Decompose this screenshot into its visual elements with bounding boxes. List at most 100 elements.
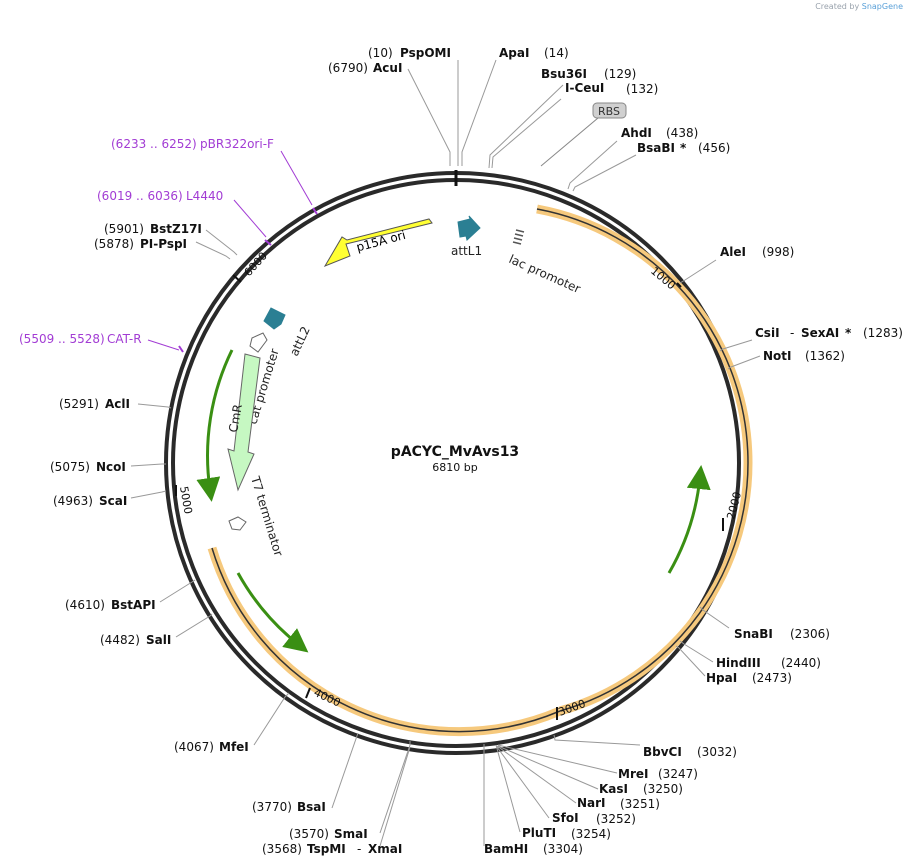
p15a-ori-feature (323, 218, 433, 268)
primer-range-l4440: (6019 .. 6036) (97, 189, 183, 203)
enzyme-leaders (130, 59, 761, 847)
cat-promoter-feature (249, 332, 268, 353)
enzyme-pos-nari: (3251) (620, 797, 660, 811)
rbs-leader (540, 117, 599, 167)
enzyme-pos-acui: (6790) (328, 61, 368, 75)
cmr-label: CmR (226, 403, 245, 433)
enzyme-pos-i-ceui: (132) (626, 82, 658, 96)
enzyme-pos-bstapi: (4610) (65, 598, 105, 612)
primer-mark-cat-r (178, 345, 184, 353)
enzyme-pos-bamhi: (3304) (543, 842, 583, 856)
enzyme-pos-snabi: (2306) (790, 627, 830, 641)
enzyme-name-mfei: MfeI (219, 740, 249, 754)
enzyme-pos-mrei: (3247) (658, 767, 698, 781)
enzyme-name-hpai: HpaI (706, 671, 737, 685)
enzyme-name-snabi: SnaBI (734, 627, 773, 641)
enzyme-dash-tspmi: - (357, 842, 361, 856)
lac-promoter-label: lac promoter (507, 252, 583, 296)
snapgene-credit: Created by SnapGene (815, 2, 903, 11)
enzyme-name-bbvci: BbvCI (643, 745, 682, 759)
enzyme-pos-acli: (5291) (59, 397, 99, 411)
green-arrow-right (667, 465, 711, 574)
rbs-badge (592, 102, 627, 119)
enzyme-pos-sfoi: (3252) (596, 812, 636, 826)
enzyme-name-acli: AclI (105, 397, 130, 411)
primer-name-cat-r: CAT-R (107, 332, 142, 346)
primer-name-pbr322ori-f: pBR322ori-F (200, 137, 274, 151)
enzyme-pos-noti: (1362) (805, 349, 845, 363)
primer-mark-pbr322ori-f (312, 207, 318, 215)
enzyme-star-sexai: * (845, 326, 852, 340)
tick-label-4000: 4000 (312, 686, 343, 710)
enzyme-pos-sali: (4482) (100, 633, 140, 647)
enzyme-name-bstz17i: BstZ17I (150, 222, 202, 236)
enzyme-name-acui: AcuI (373, 61, 402, 75)
enzyme-pos-scai: (4963) (53, 494, 93, 508)
enzyme-pos-kasi: (3250) (643, 782, 683, 796)
enzyme-pos-bstz17i: (5901) (104, 222, 144, 236)
enzyme-pos-pluti: (3254) (571, 827, 611, 841)
enzyme-star-bsabi: * (680, 141, 687, 155)
primer-labels: (6233 .. 6252) pBR322ori-F (6019 .. 6036… (19, 137, 274, 346)
enzyme-pos-alei: (998) (762, 245, 794, 259)
enzyme-name-tspmi: TspMI (307, 842, 346, 856)
enzyme-labels: (10) PspOMI (6790) AcuI ApaI (14) Bsu36I… (50, 46, 903, 856)
tick-label-5000: 5000 (177, 485, 195, 515)
enzyme-pos-ncoi: (5075) (50, 460, 90, 474)
enzyme-name-xmai: XmaI (368, 842, 402, 856)
enzyme-name-apai: ApaI (499, 46, 529, 60)
enzyme-name-ahdi: AhdI (621, 126, 652, 140)
enzyme-name-nari: NarI (577, 796, 606, 810)
attl2-label: attL2 (287, 324, 313, 358)
enzyme-name-smai: SmaI (334, 827, 368, 841)
enzyme-name-mrei: MreI (618, 767, 648, 781)
enzyme-name-bsu36i: Bsu36I (541, 67, 587, 81)
primer-name-l4440: L4440 (186, 189, 223, 203)
credit-prefix: Created by (815, 2, 860, 11)
enzyme-pos-mfei: (4067) (174, 740, 214, 754)
enzyme-pos-hindiii: (2440) (781, 656, 821, 670)
plasmid-size: 6810 bp (432, 461, 477, 474)
primer-mark-l4440 (264, 239, 272, 246)
green-arrow-left (196, 349, 234, 502)
enzyme-pos-smai: (3570) (289, 827, 329, 841)
enzyme-name-sexai: SexAI (801, 326, 839, 340)
green-arrow-bottom (236, 572, 309, 653)
enzyme-name-bamhi: BamHI (484, 842, 528, 856)
enzyme-name-scai: ScaI (99, 494, 127, 508)
enzyme-name-bsai: BsaI (297, 800, 326, 814)
primer-range-pbr322ori-f: (6233 .. 6252) (111, 137, 197, 151)
enzyme-name-sfoi: SfoI (552, 811, 579, 825)
t7-terminator-label: T7 terminator (248, 474, 286, 558)
enzyme-name-pluti: PluTI (522, 826, 556, 840)
t7-terminator-feature (228, 516, 247, 531)
enzyme-name-ncoi: NcoI (96, 460, 126, 474)
plasmid-name: pACYC_MvAvs13 (391, 444, 519, 460)
tick-4000 (305, 687, 311, 699)
enzyme-pos-pspomi: (10) (368, 46, 393, 60)
cmr-feature (227, 353, 261, 492)
enzyme-name-bsabi: BsaBI (637, 141, 675, 155)
rbs-label: RBS (598, 105, 620, 118)
attl2-feature (263, 307, 286, 330)
enzyme-name-sali: SalI (146, 633, 171, 647)
tick-1000 (676, 282, 682, 288)
enzyme-pos-bsabi: (456) (698, 141, 730, 155)
enzyme-pos-bbvci: (3032) (697, 745, 737, 759)
primer-leaders (147, 150, 313, 351)
enzyme-pos-bsai: (3770) (252, 800, 292, 814)
enzyme-pos-apai: (14) (544, 46, 569, 60)
enzyme-name-noti: NotI (763, 349, 792, 363)
primer-range-cat-r: (5509 .. 5528) (19, 332, 105, 346)
enzyme-name-pspomi: PspOMI (400, 46, 451, 60)
enzyme-name-pi-pspi: PI-PspI (140, 237, 187, 251)
enzyme-name-hindiii: HindIII (716, 656, 761, 670)
enzyme-name-alei: AleI (720, 245, 746, 259)
feature-arc-bottom-line (211, 547, 561, 733)
enzyme-pos-pi-pspi: (5878) (94, 237, 134, 251)
enzyme-pos-bsu36i: (129) (604, 67, 636, 81)
feature-arc-bottom (207, 546, 562, 737)
enzyme-pos-sexai: (1283) (863, 326, 903, 340)
tick-6000 (232, 274, 242, 283)
